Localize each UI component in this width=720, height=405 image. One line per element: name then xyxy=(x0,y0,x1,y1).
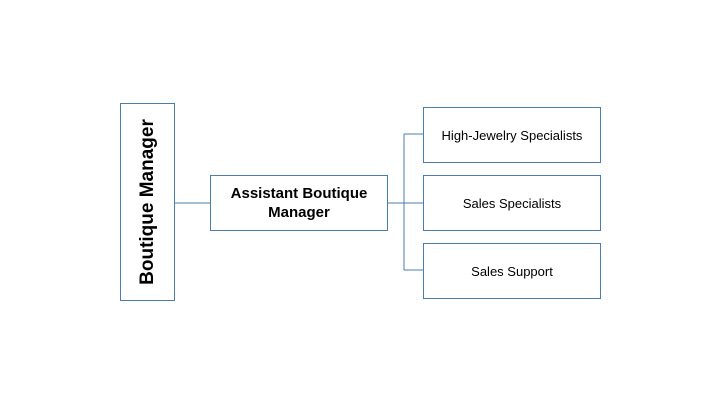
sales-specialists-label: Sales Specialists xyxy=(462,195,562,211)
boutique-manager-label: Boutique Manager xyxy=(136,119,158,285)
boutique-manager-node: Boutique Manager xyxy=(120,103,175,301)
assistant-boutique-manager-node: Assistant Boutique Manager xyxy=(210,175,388,231)
high-jewelry-specialists-node: High-Jewelry Specialists xyxy=(423,107,601,163)
sales-specialists-node: Sales Specialists xyxy=(423,175,601,231)
sales-support-label: Sales Support xyxy=(471,263,553,279)
high-jewelry-specialists-label: High-Jewelry Specialists xyxy=(441,127,583,143)
sales-support-node: Sales Support xyxy=(423,243,601,299)
assistant-boutique-manager-label: Assistant Boutique Manager xyxy=(230,185,368,221)
